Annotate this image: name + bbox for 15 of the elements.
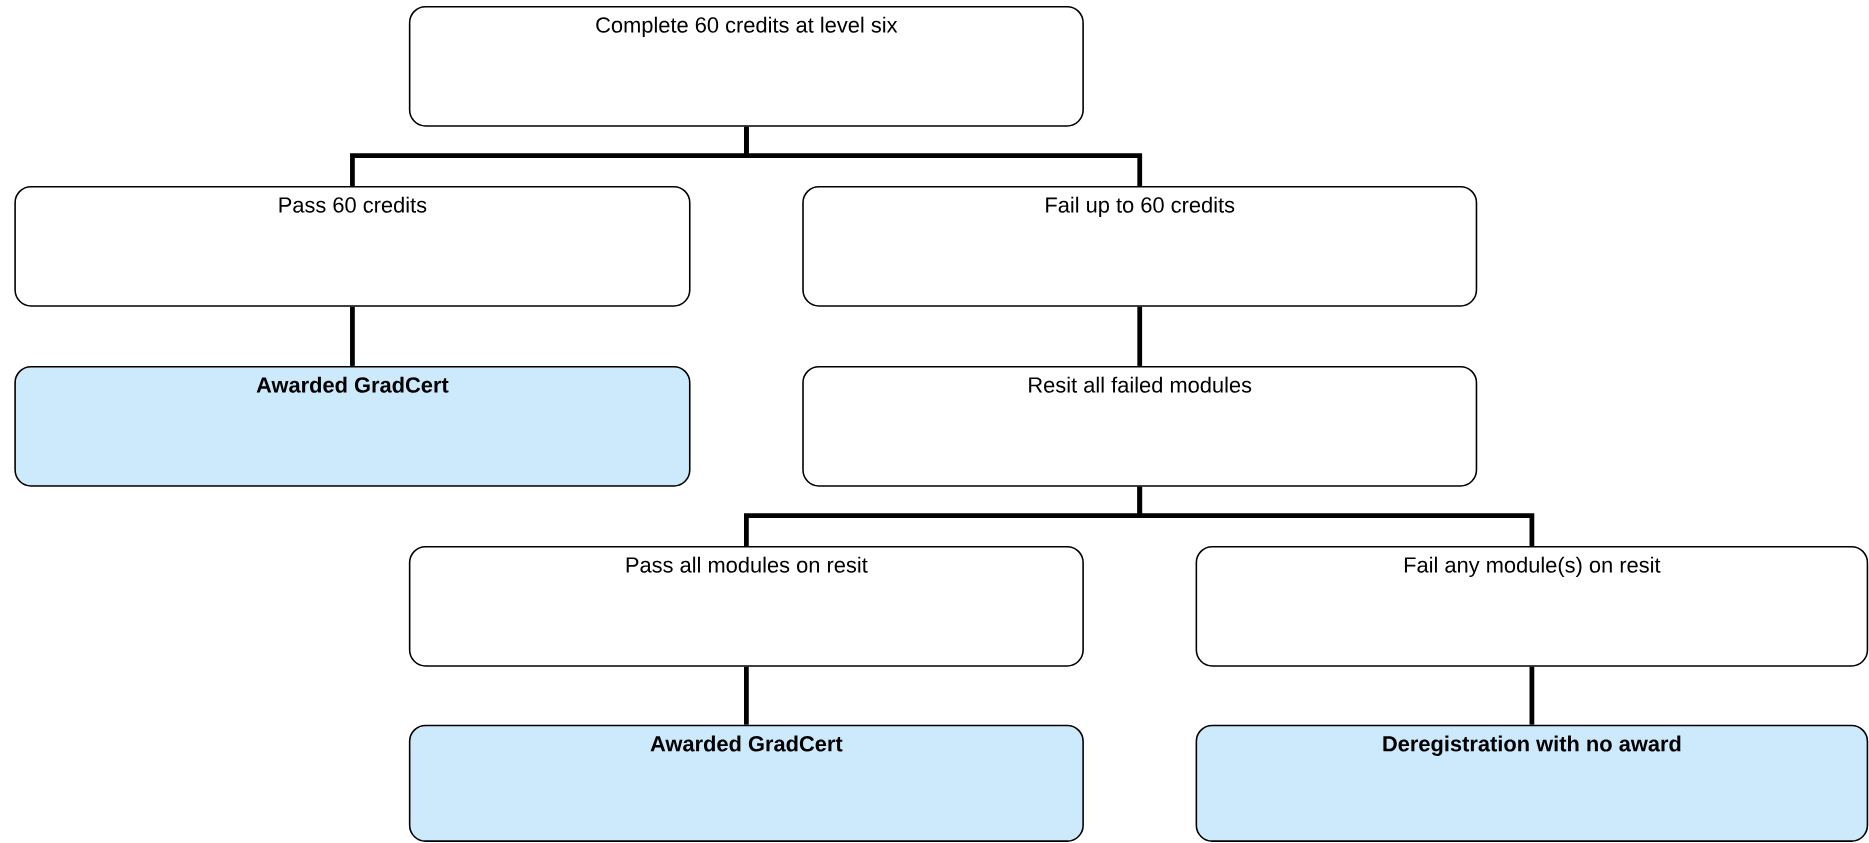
outcome-box: Awarded GradCert bbox=[14, 366, 691, 487]
step-box: Pass 60 credits bbox=[14, 186, 691, 307]
step-box: Fail any module(s) on resit bbox=[1195, 546, 1869, 667]
connector-line bbox=[1137, 306, 1143, 367]
connector-line bbox=[744, 126, 1143, 187]
outcome-box: Deregistration with no award bbox=[1195, 724, 1869, 843]
step-box: Fail up to 60 credits bbox=[802, 186, 1478, 307]
connector-line bbox=[744, 666, 749, 725]
outcome-box: Awarded GradCert bbox=[408, 724, 1084, 843]
connector-line bbox=[1137, 486, 1535, 547]
step-box: Complete 60 credits at level six bbox=[408, 6, 1084, 127]
step-box: Resit all failed modules bbox=[802, 366, 1478, 487]
step-box: Pass all modules on resit bbox=[408, 546, 1084, 667]
connector-line bbox=[350, 306, 355, 367]
connector-line bbox=[1529, 666, 1535, 725]
